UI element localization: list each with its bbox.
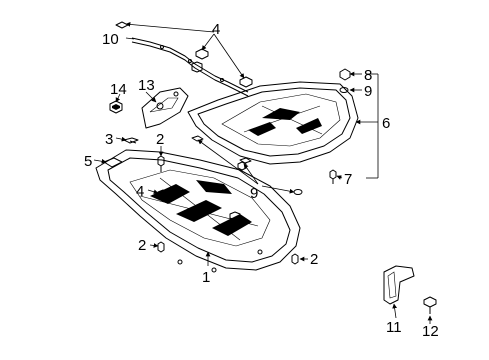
callout-10: 10 [102,31,119,48]
part-3-bolt [123,137,139,144]
leader-lines [93,22,433,324]
callout-labels: 10 4 14 13 3 2 5 4 2 1 2 9 8 9 6 7 11 12 [84,21,439,340]
callout-3: 3 [105,131,113,148]
callout-1: 1 [202,269,210,286]
part-8-nut [339,68,351,81]
part-11-bracket [383,265,415,305]
part-14-clip [109,100,123,114]
callout-8: 8 [364,67,372,84]
callout-14: 14 [110,81,127,98]
callout-2-right: 2 [310,251,318,268]
part-2-bolts [157,155,299,265]
callout-2-upper: 2 [156,131,164,148]
part-13-bracket [141,87,189,129]
callout-7: 7 [344,171,352,188]
callout-6: 6 [382,115,390,132]
callout-11: 11 [386,319,402,336]
part-6-rear-cover [187,81,359,165]
callout-13: 13 [138,77,155,94]
callout-9-lower: 9 [250,185,258,202]
callout-4-top: 4 [212,21,220,38]
callout-2-lower: 2 [138,237,146,254]
callout-9-upper: 9 [364,83,372,100]
part-5-clip [103,157,123,168]
part-4-clips-top [115,21,253,88]
part-1-main-cover [95,149,301,273]
callout-12: 12 [422,323,439,340]
callout-4-main: 4 [136,183,144,200]
part-12-screw [423,296,437,314]
callout-5: 5 [84,153,92,170]
part-7-bolt [329,169,337,184]
